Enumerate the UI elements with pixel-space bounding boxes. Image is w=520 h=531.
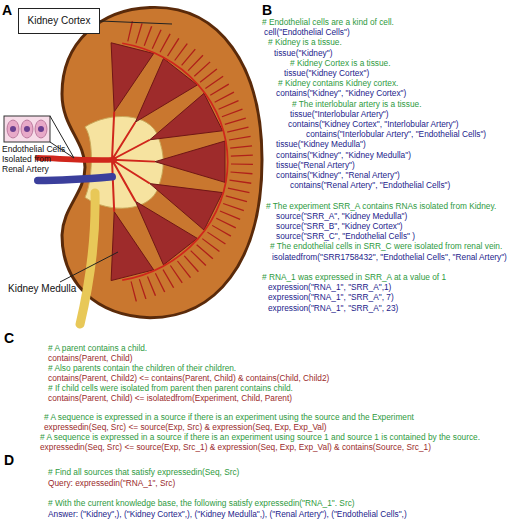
code-line: contains("Kidney", "Kidney Cortex") [276,88,406,98]
segmental-artery [112,112,155,212]
label-box: Kidney Cortex [18,8,100,34]
code-line: tissue("Kidney Cortex") [284,68,369,78]
code-comment: # If child cells were isolated from pare… [48,383,293,393]
medulla-pyramid [155,141,225,182]
part-label: Kidney Medulla [8,283,76,295]
code-line: source("SRR_A", "Kidney Medulla") [276,211,407,221]
renal-vein [38,177,112,181]
code-line: tissue("Kidney Medulla") [276,139,366,149]
panel-letter: A [2,2,12,18]
code-comment: # Kidney is a tissue. [268,37,342,47]
panel-letter: B [262,2,272,18]
code-line: Query: expressedin("RNA_1", Src) [48,478,175,488]
ureter [80,193,95,325]
cell-nucleus [24,126,30,132]
node-text: Endothelial Cells Isolated from Renal Ar… [2,144,74,174]
code-comment: # The experiment SRR_A contains RNAs iso… [266,201,496,211]
code-line: expression("RNA_1", "SRR_A",1) [268,282,391,292]
code-comment: # A parent contains a child. [48,343,147,353]
code-comment: # Kidney contains Kidney cortex. [278,78,398,88]
cell-body [35,120,47,138]
cell-image [4,116,50,142]
code-line: expression("RNA_1", "SRR_A", 23) [268,303,398,313]
code-comment: # The endothelial cells in SRR_C were is… [270,241,502,251]
leader-line [60,252,118,282]
code-line: contains("Kidney", "Renal Artery") [276,170,400,180]
cell-body [21,120,33,138]
code-line: Answer: ("Kidney",), ("Kidney Cortex",),… [48,509,407,519]
leader-line [100,21,172,24]
code-comment: # With the current knowledge base, the f… [48,498,355,508]
code-comment: # Endothelial cells are a kind of cell. [262,17,394,27]
code-line: contains("Renal Artery", "Endothelial Ce… [290,180,450,190]
code-line: tissue("Interlobular Artery") [290,109,389,119]
code-line: expression("RNA_1", "SRR_A", 7) [268,292,394,302]
node-text: Kidney Cortex [28,15,91,27]
code-comment: # Find all sources that satisfy expresse… [48,467,239,477]
code-line: isolatedfrom("SRR1758432", "Endothelial … [272,252,507,262]
code-line: tissue("Kidney") [274,48,332,58]
code-comment: # Kidney Cortex is a tissue. [290,58,391,68]
medulla-pyramid [135,201,197,265]
code-line: source("SRR_B", "Kidney Cortex") [276,221,403,231]
code-comment: # Also parents contain the children of t… [48,363,236,373]
code-comment: # A sequence is expressed in a source if… [40,432,480,442]
code-line: contains("Kidney", "Kidney Medulla") [276,150,411,160]
medulla-pyramid [150,93,223,139]
code-line: contains(Parent, Child) <= isolatedfrom(… [48,393,292,403]
code-line: source("SRR_C", "Endothelial Cells" ) [276,231,415,241]
code-line: cell("Endothelial Cells") [264,27,350,37]
cell-nucleus [38,126,44,132]
code-line: expressedin(Seq, Src) <= source(Exp, Src… [44,422,327,432]
code-line: contains(Parent, Child) [48,353,132,363]
code-comment: # A sequence is expressed in a source if… [44,412,414,422]
panel-letter: C [4,330,14,346]
code-line: contains("Interlobular Artery", "Endothe… [306,129,486,139]
code-comment: # The interlobular artery is a tissue. [292,99,421,109]
code-line: contains(Parent, Child2) <= contains(Par… [48,373,329,383]
cell-nucleus [10,126,16,132]
medulla-pyramid [111,212,154,281]
code-line: expressedin(Seq, Src) <= source(Exp, Src… [40,442,431,452]
code-comment: # RNA_1 was expressed in SRR_A at a valu… [262,272,446,282]
cell-callout: Endothelial Cells Isolated from Renal Ar… [2,114,74,196]
code-line: contains("Kidney Cortex", "Interlobular … [288,119,458,129]
code-line: tissue("Renal Artery") [276,160,355,170]
cell-body [7,120,19,138]
panel-letter: D [4,452,14,468]
